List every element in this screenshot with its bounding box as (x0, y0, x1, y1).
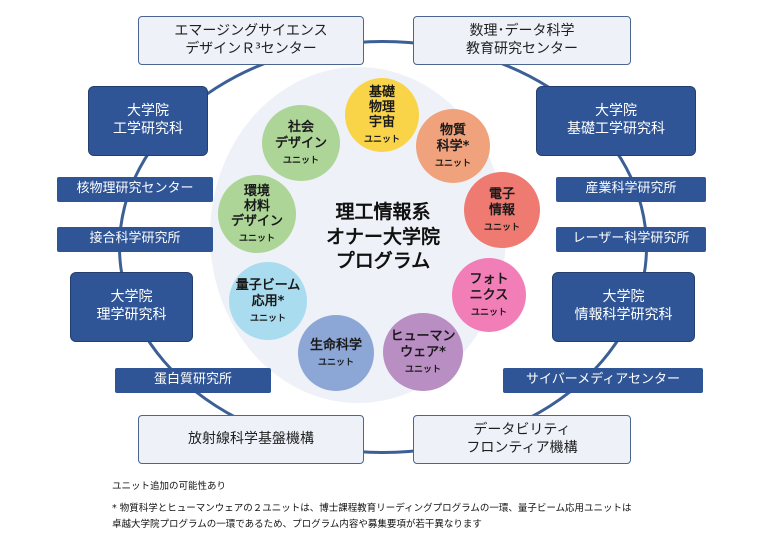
unit-name: 電子 情報 (488, 187, 515, 218)
unit-basic-physics-cosmos: 基礎 物理 宇宙 ユニット (345, 78, 419, 152)
box-math-data-center: 数理･データ科学 教育研究センター (413, 16, 631, 65)
unit-quantum-beam: 量子ビーム 応用* ユニット (229, 262, 307, 340)
unit-suffix: ユニット (434, 158, 471, 169)
unit-name: 社会 デザイン (274, 120, 327, 151)
note-asterisk-line1: * 物質科学とヒューマンウェアの２ユニットは、博士課程教育リーディングプログラム… (112, 503, 632, 514)
unit-name: 量子ビーム 応用* (235, 278, 301, 309)
box-industrial-science-institute: 産業科学研究所 (556, 177, 706, 202)
box-protein-institute: 蛋白質研究所 (115, 368, 271, 393)
center-title: 理工情報系 オナー大学院 プログラム (325, 201, 440, 273)
box-joining-science-institute: 接合科学研究所 (57, 227, 213, 252)
unit-photonics: フォト ニクス ユニット (452, 258, 526, 332)
box-cybermedia-center: サイバーメディアセンター (503, 368, 703, 393)
unit-suffix: ユニット (238, 234, 275, 245)
unit-suffix: ユニット (470, 307, 507, 318)
unit-name: 生命科学 (309, 337, 362, 353)
unit-suffix: ユニット (282, 155, 319, 166)
unit-electronics-information: 電子 情報 ユニット (464, 172, 540, 248)
box-science-school: 大学院 理学研究科 (70, 272, 193, 342)
unit-suffix: ユニット (404, 364, 441, 375)
box-laser-science-institute: レーザー科学研究所 (556, 227, 706, 252)
unit-life-science: 生命科学 ユニット (298, 315, 374, 391)
unit-name: ヒューマン ウェア* (390, 329, 456, 360)
box-engineering-science-school: 大学院 基礎工学研究科 (536, 86, 696, 156)
unit-suffix: ユニット (249, 313, 286, 324)
box-radiation-science: 放射線科学基盤機構 (138, 415, 364, 464)
unit-social-design: 社会 デザイン ユニット (262, 105, 340, 181)
box-engineering-school: 大学院 工学研究科 (88, 86, 208, 156)
box-datability-frontier: データビリティ フロンティア機構 (413, 415, 631, 464)
note-asterisk-line2: 卓越大学院プログラムの一環であるため、プログラム内容や募集要項が若干異なります (112, 519, 482, 530)
unit-humanware: ヒューマン ウェア* ユニット (383, 313, 463, 391)
box-emerging-science: エマージングサイエンス デザインＲ³センター (138, 16, 364, 65)
unit-name: フォト ニクス (469, 272, 509, 303)
box-information-science-school: 大学院 情報科学研究科 (552, 272, 695, 342)
unit-name: 環境 材料 デザイン (230, 183, 283, 230)
note-unit-addition: ユニット追加の可能性あり (112, 481, 227, 492)
unit-suffix: ユニット (483, 222, 520, 233)
unit-name: 基礎 物理 宇宙 (368, 84, 395, 131)
box-nuclear-physics-center: 核物理研究センター (57, 177, 213, 202)
unit-name: 物質 科学* (436, 123, 470, 154)
unit-suffix: ユニット (317, 358, 354, 369)
unit-materials-science: 物質 科学* ユニット (416, 109, 490, 183)
unit-environmental-materials-design: 環境 材料 デザイン ユニット (218, 175, 296, 253)
unit-suffix: ユニット (363, 135, 400, 146)
